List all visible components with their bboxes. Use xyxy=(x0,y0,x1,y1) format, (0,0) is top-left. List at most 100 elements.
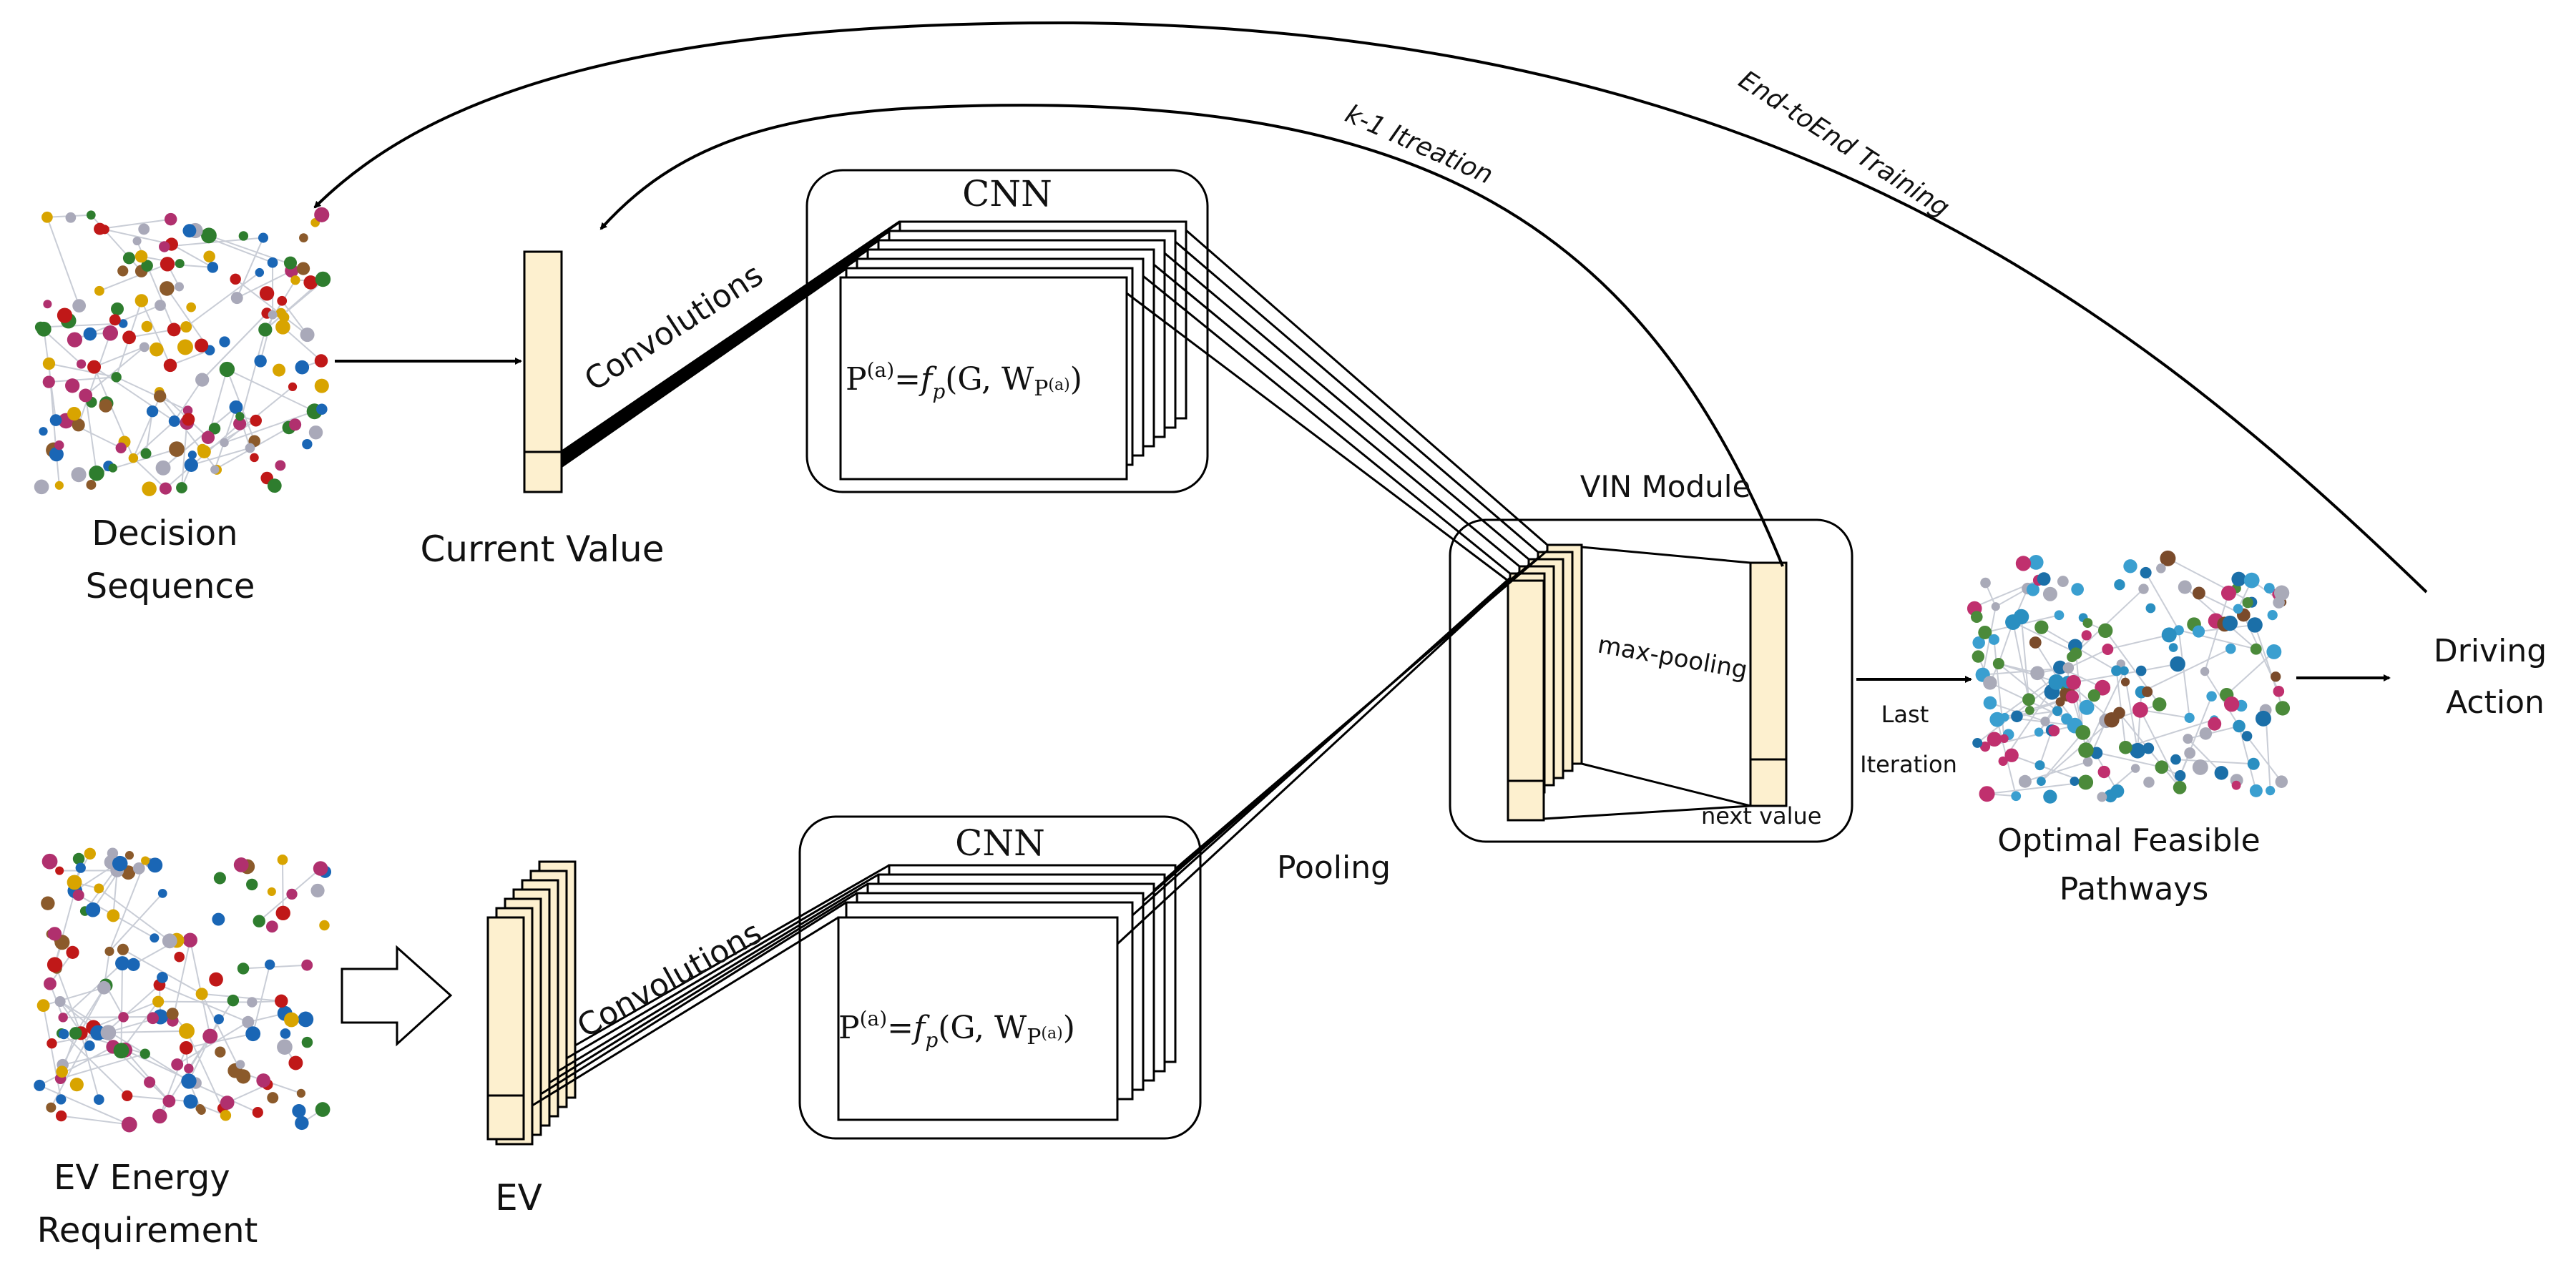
graph-node xyxy=(65,212,77,223)
current-value-label: Current Value xyxy=(421,528,665,570)
graph-edge xyxy=(2137,691,2142,751)
graph-node xyxy=(102,325,119,341)
optimal-pathways-label: Optimal Feasible Pathways xyxy=(1997,822,2270,907)
graph-node xyxy=(2255,710,2271,727)
graph-node xyxy=(2043,789,2057,804)
graph-node xyxy=(2250,643,2262,655)
graph-node xyxy=(296,262,310,275)
graph-node xyxy=(79,388,93,403)
graph-edge xyxy=(180,423,188,488)
graph-node xyxy=(319,920,330,931)
graph-node xyxy=(72,852,85,865)
graph-edge xyxy=(186,1030,227,1116)
graph-node xyxy=(315,271,331,287)
graph-node xyxy=(2130,764,2140,773)
graph-node xyxy=(39,427,48,436)
graph-node xyxy=(99,225,109,235)
graph-node xyxy=(2070,647,2082,660)
graph-node xyxy=(2102,644,2114,655)
graph-node xyxy=(122,1090,133,1102)
graph-node xyxy=(182,413,195,426)
graph-edge xyxy=(46,217,80,306)
graph-node xyxy=(117,943,129,955)
graph-node xyxy=(2079,699,2095,715)
graph-edge xyxy=(2039,729,2053,766)
graph-node xyxy=(2161,627,2177,643)
graph-node xyxy=(2066,674,2081,690)
graph-node xyxy=(155,460,171,476)
graph-node xyxy=(2040,717,2050,727)
graph-node xyxy=(109,314,121,326)
graph-node xyxy=(182,405,193,415)
graph-node xyxy=(157,888,167,898)
graph-node xyxy=(134,250,148,263)
graph-node xyxy=(166,1008,179,1020)
graph-node xyxy=(2243,572,2260,589)
graph-node xyxy=(2048,724,2060,737)
last-iteration-label: Last Iteration xyxy=(1860,701,1957,778)
graph-node xyxy=(237,963,250,975)
graph-edge xyxy=(2139,709,2180,788)
graph-node xyxy=(2247,617,2263,633)
graph-node xyxy=(2266,786,2276,796)
graph-node xyxy=(2030,666,2044,681)
graph-edge xyxy=(56,968,82,1034)
graph-node xyxy=(41,896,55,910)
graph-edge xyxy=(39,1046,114,1086)
graph-node xyxy=(2078,742,2094,758)
graph-node xyxy=(157,972,168,983)
graph-node xyxy=(2223,696,2240,712)
graph-node xyxy=(2142,686,2153,697)
graph-node xyxy=(2140,566,2152,579)
graph-node xyxy=(213,872,226,885)
graph-edge xyxy=(226,368,315,413)
graph-node xyxy=(2082,757,2093,767)
graph-node xyxy=(139,342,150,353)
graph-edge xyxy=(129,328,175,338)
graph-node xyxy=(207,262,219,273)
graph-node xyxy=(167,323,181,337)
graph-node xyxy=(2170,754,2181,765)
graph-node xyxy=(220,1110,232,1121)
graph-edge xyxy=(2178,630,2190,719)
graph-node xyxy=(2120,666,2129,676)
graph-node xyxy=(182,224,197,238)
graph-node xyxy=(77,359,87,369)
graph-node xyxy=(142,481,157,496)
graph-node xyxy=(283,1012,299,1028)
graph-node xyxy=(2082,618,2093,629)
graph-node xyxy=(2233,604,2243,614)
cnn-bottom-block xyxy=(798,815,1202,1140)
graph-edge xyxy=(186,1033,253,1049)
graph-node xyxy=(273,363,286,377)
ev-energy-graph-image xyxy=(34,847,332,1133)
graph-node xyxy=(2013,609,2029,625)
graph-node xyxy=(2168,643,2178,652)
ev-label: EV xyxy=(495,1177,542,1219)
vin-module-label: VIN Module xyxy=(1580,469,1751,504)
graph-node xyxy=(1979,786,1995,802)
graph-node xyxy=(36,321,52,337)
k1-iteration-curve-arrow xyxy=(599,104,1784,567)
graph-node xyxy=(42,357,56,370)
graph-node xyxy=(168,415,180,427)
graph-node xyxy=(179,1040,193,1055)
graph-node xyxy=(208,423,221,435)
graph-node xyxy=(2275,701,2291,716)
graph-node xyxy=(2123,559,2137,573)
graph-node xyxy=(169,441,185,457)
graph-node xyxy=(2266,644,2282,659)
graph-node xyxy=(2104,712,2120,728)
graph-node xyxy=(2018,774,2032,788)
graph-node xyxy=(2120,677,2130,686)
graph-node xyxy=(2111,665,2122,676)
graph-node xyxy=(72,299,87,312)
graph-node xyxy=(233,417,247,430)
graph-edge xyxy=(120,963,124,1051)
graph-node xyxy=(275,320,290,335)
graph-node xyxy=(89,466,104,481)
graph-edge xyxy=(1998,663,2076,727)
graph-node xyxy=(195,988,208,1000)
graph-node xyxy=(171,1058,184,1071)
graph-node xyxy=(2208,717,2222,731)
